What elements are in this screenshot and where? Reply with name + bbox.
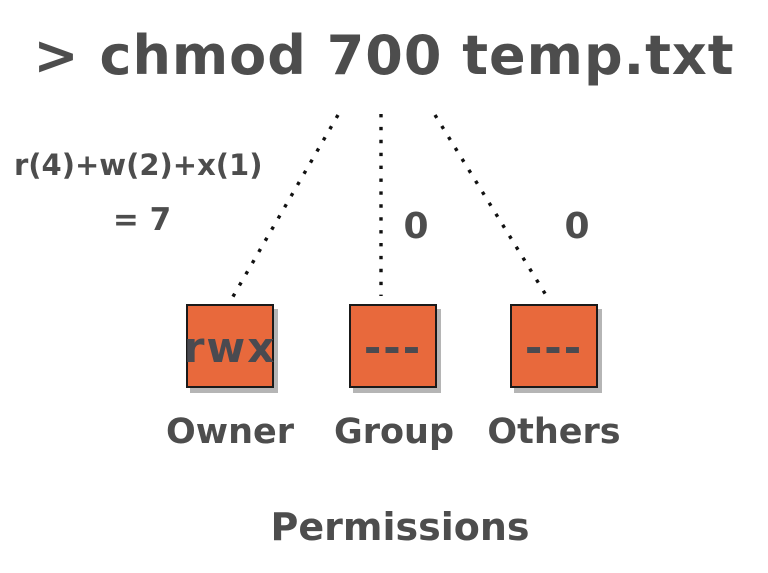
command-title: > chmod 700 temp.txt (33, 24, 735, 87)
owner-label: Owner (165, 412, 295, 452)
group-label: Group (333, 412, 455, 452)
others-label: Others (487, 412, 621, 452)
owner-formula-result: = 7 (112, 202, 172, 238)
group-digit: 0 (403, 206, 429, 247)
permissions-caption: Permissions (270, 505, 530, 549)
group-permission-value: --- (363, 323, 423, 372)
owner-permission-value: rwx (183, 323, 277, 372)
group-permission-box: --- (349, 304, 437, 388)
owner-permission-box: rwx (183, 304, 277, 388)
others-digit: 0 (564, 206, 590, 247)
dotted-line-others (433, 114, 551, 301)
others-permission-box: --- (510, 304, 598, 388)
owner-formula: r(4)+w(2)+x(1) (14, 148, 263, 182)
dotted-line-owner (229, 114, 340, 301)
others-permission-value: --- (524, 323, 584, 372)
